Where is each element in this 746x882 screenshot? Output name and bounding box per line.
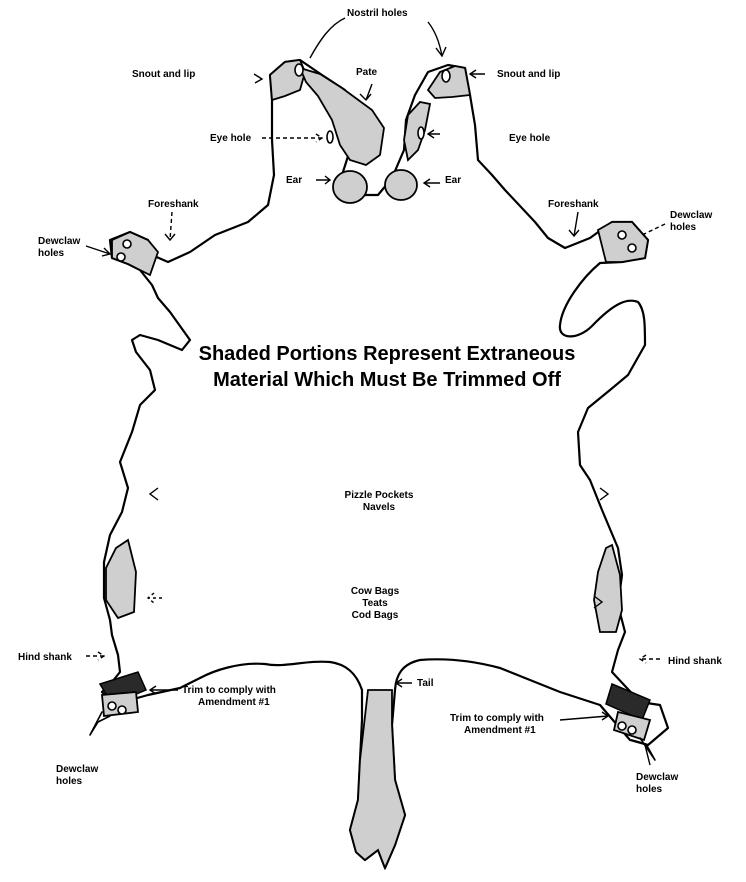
- label-dewclaw-hr-1: Dewclaw: [636, 772, 678, 783]
- label-ear-right: Ear: [445, 175, 461, 186]
- label-dewclaw-hl-2: holes: [56, 776, 83, 787]
- dewclaw-fl-pointer: [86, 246, 110, 256]
- label-hind-shank-left: Hind shank: [18, 652, 72, 663]
- label-dewclaw-fl-1: Dewclaw: [38, 236, 80, 247]
- label-dewclaw-fr-1: Dewclaw: [670, 210, 712, 221]
- snout-lip-left-pointer: [254, 74, 262, 83]
- eye-hole-left: [327, 131, 333, 143]
- hind-shank-right-pointer: [640, 655, 660, 663]
- label-dewclaw-fr-2: holes: [670, 222, 697, 233]
- label-ear-left: Ear: [286, 175, 302, 186]
- trim-right-pointer: [560, 712, 608, 720]
- label-teats: Teats: [362, 598, 388, 609]
- foreshank-right-shade: [598, 222, 648, 262]
- dewclaw-hole-fr-1: [618, 231, 626, 239]
- ear-left-shade: [333, 171, 367, 203]
- dewclaw-hole-fr-2: [628, 244, 636, 252]
- snout-lip-right-pointer: [470, 70, 485, 78]
- label-dewclaw-hr-2: holes: [636, 784, 663, 795]
- label-nostril-holes: Nostril holes: [347, 8, 408, 19]
- dewclaw-hole-hl-1: [108, 702, 116, 710]
- title-line-1: Shaded Portions Represent Extraneous: [199, 343, 576, 365]
- label-snout-lip-left: Snout and lip: [132, 69, 195, 80]
- label-foreshank-left: Foreshank: [148, 199, 199, 210]
- label-pizzle-pockets: Pizzle Pockets: [345, 490, 414, 501]
- label-snout-lip-right: Snout and lip: [497, 69, 560, 80]
- label-trim-left-2: Amendment #1: [198, 697, 270, 708]
- label-cod-bags: Cod Bags: [352, 610, 399, 621]
- label-tail: Tail: [417, 678, 434, 689]
- tail-shade: [350, 690, 405, 868]
- label-dewclaw-fl-2: holes: [38, 248, 65, 259]
- nostril-hole-left: [295, 64, 303, 76]
- pate-pointer: [360, 84, 372, 100]
- dewclaw-hole-fl-1: [123, 240, 131, 248]
- eye-hole-right: [418, 127, 424, 139]
- label-navels: Navels: [363, 502, 396, 513]
- label-foreshank-right: Foreshank: [548, 199, 599, 210]
- dewclaw-hole-hl-2: [118, 706, 126, 714]
- dewclaw-hole-hr-1: [618, 722, 626, 730]
- label-cow-bags: Cow Bags: [351, 586, 400, 597]
- label-trim-right-1: Trim to comply with: [450, 713, 544, 724]
- nostril-holes-pointer-right: [428, 22, 442, 56]
- dewclaw-hole-fl-2: [117, 253, 125, 261]
- label-eye-hole-left: Eye hole: [210, 133, 252, 144]
- foreshank-left-pointer: [170, 212, 172, 240]
- dewclaw-fr-pointer: [640, 224, 665, 236]
- nostril-hole-right: [442, 70, 450, 82]
- label-eye-hole-right: Eye hole: [509, 133, 551, 144]
- dewclaw-hole-hr-2: [628, 726, 636, 734]
- label-trim-right-2: Amendment #1: [464, 725, 536, 736]
- hind-shank-left-pointer: [86, 652, 104, 660]
- tail-pointer: [396, 679, 412, 687]
- label-dewclaw-hl-1: Dewclaw: [56, 764, 98, 775]
- ear-right-shade: [385, 170, 417, 200]
- label-pate: Pate: [356, 67, 378, 78]
- label-hind-shank-right: Hind shank: [668, 656, 722, 667]
- foreshank-right-pointer: [569, 212, 579, 236]
- pizzle-right-arrow: [600, 488, 608, 500]
- label-trim-left-1: Trim to comply with: [182, 685, 276, 696]
- title-line-2: Material Which Must Be Trimmed Off: [213, 369, 561, 391]
- nostril-holes-pointer-left: [310, 18, 345, 58]
